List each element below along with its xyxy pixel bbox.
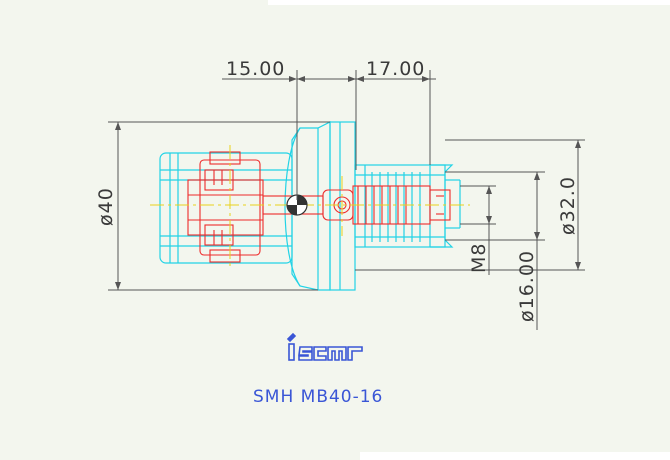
dimension-arrows bbox=[115, 76, 581, 290]
dimension-lines bbox=[108, 70, 585, 330]
gauge-point-marker bbox=[286, 194, 308, 216]
dim-dia-outer: ø40 bbox=[95, 187, 117, 226]
dim-thread: M8 bbox=[468, 243, 490, 273]
dim-dia-flange: ø32.0 bbox=[557, 176, 579, 235]
part-caption: SMH MB40-16 bbox=[253, 387, 383, 407]
dim-length-b: 17.00 bbox=[366, 58, 425, 80]
dim-length-a: 15.00 bbox=[226, 58, 285, 80]
center-lines bbox=[150, 145, 470, 268]
dim-dia-bore: ø16.00 bbox=[516, 250, 538, 322]
iscar-logo bbox=[286, 332, 363, 361]
